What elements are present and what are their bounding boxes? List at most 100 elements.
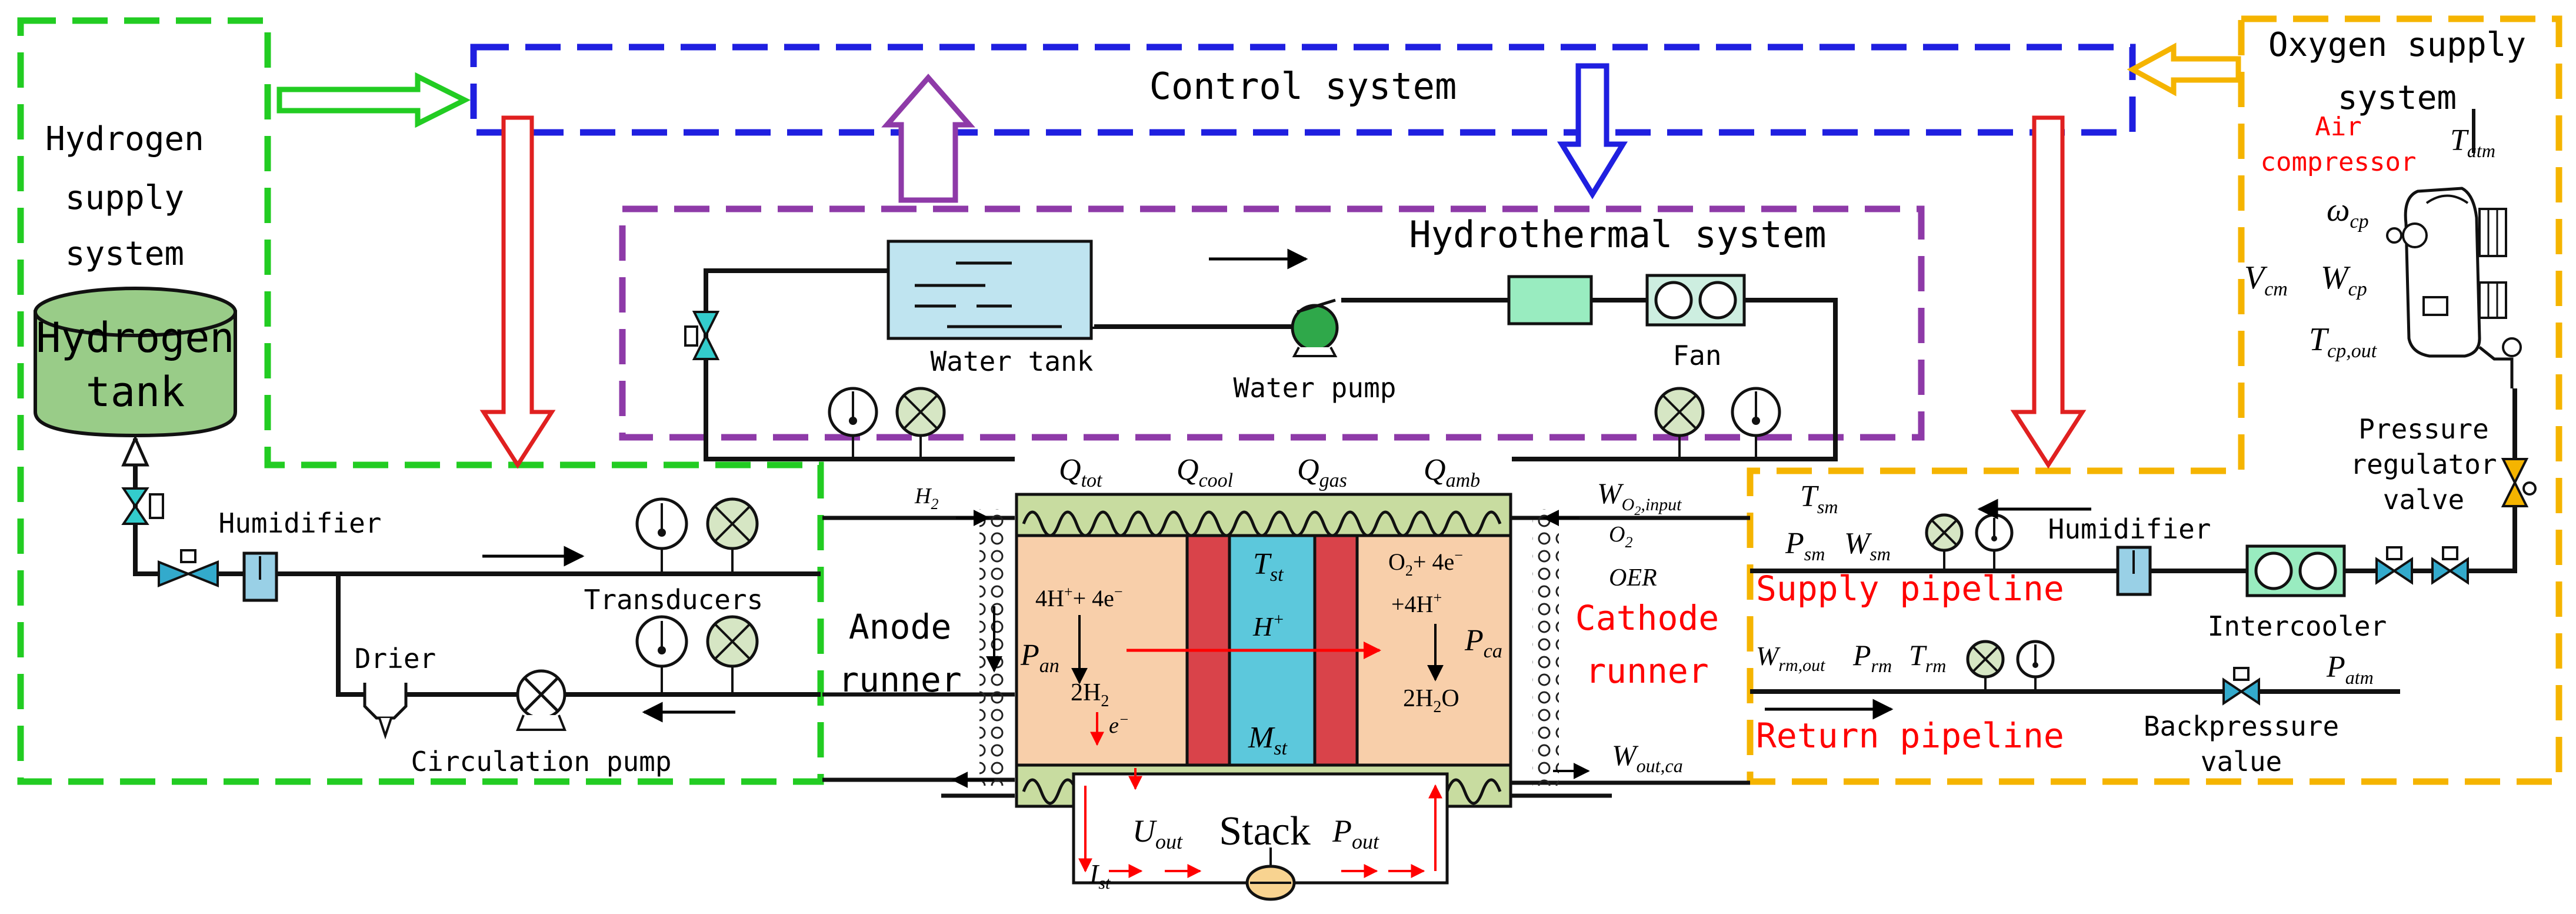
hydrogen-tank-label1: Hydrogen	[36, 314, 234, 362]
coolant-inlet-pressure-gauge-icon	[828, 387, 878, 459]
coolant-inlet-flow-sensor-icon	[895, 387, 946, 459]
t-sm-label: Tsm	[1800, 480, 1838, 517]
backpressure-label: Backpressure value	[2144, 710, 2339, 777]
p-sm-label: Psm	[1785, 527, 1825, 564]
u-out-label: Uout	[1132, 813, 1183, 853]
h2-inlet-label: H2	[914, 484, 938, 513]
control-to-hydrothermal-arrow	[1557, 63, 1628, 200]
oxygen-system-title: Oxygen supply system	[2268, 26, 2526, 117]
hydrogen-title-line2: supply	[65, 179, 184, 217]
control-to-hydrogen-arrow	[479, 115, 556, 469]
anode-runner-label: Anode runner	[838, 607, 962, 700]
recirculation-pressure-gauge-icon	[635, 615, 688, 694]
pressure-regulator-label: Pressure regulator valve	[2350, 413, 2497, 516]
w-rm-out-label: Wrm,out	[1756, 641, 1825, 675]
oxygen-symbols: Tatm ωcp Vcm Wcp Tcp,out Tsm Psm Wsm Wrm…	[1756, 124, 2495, 688]
air-compressor-line2: compressor	[2261, 147, 2417, 177]
hydrogen-system-title: Hydrogen supply system	[45, 120, 204, 273]
supply-pressure-gauge-icon	[1975, 513, 2014, 571]
backpressure-line1: Backpressure	[2144, 710, 2339, 742]
transducers-label: Transducers	[584, 584, 764, 616]
p-out-label: Pout	[1332, 813, 1379, 853]
two-h2o-label: 2H2O	[1403, 685, 1459, 716]
t-atm-label: Tatm	[2450, 124, 2495, 161]
coolant-valve-icon	[684, 311, 720, 360]
anode-electron-label: e−	[1109, 711, 1129, 738]
air-compressor-label: Air compressor	[2261, 112, 2417, 177]
q-amb-label: Qamb	[1424, 453, 1480, 491]
water-tank-label: Water tank	[931, 345, 1094, 377]
oxygen-humidifier-icon	[2116, 546, 2152, 596]
recirculation-flow-sensor-icon	[706, 615, 759, 694]
pressure-regulator-line3: valve	[2383, 484, 2464, 516]
w-sm-label: Wsm	[1844, 527, 1891, 564]
external-circuit: Stack Uout Pout Ist	[1072, 768, 1449, 893]
hydrogen-system-border	[17, 17, 824, 785]
radiator-icon	[1507, 275, 1593, 325]
return-flow-sensor-icon	[1966, 640, 2005, 692]
t-st-label: Tst	[1253, 547, 1284, 586]
q-gas-label: Qgas	[1297, 453, 1347, 491]
circulation-pump-label: Circulation pump	[411, 746, 671, 777]
cathode-compartment	[1355, 534, 1512, 767]
anode-runner-line2: runner	[838, 660, 962, 700]
hydrogen-pressure-gauge-icon	[635, 497, 688, 574]
oxygen-title-line2: system	[2338, 79, 2457, 117]
hydrogen-flow-sensor-icon	[706, 497, 759, 574]
hydrogen-title-line1: Hydrogen	[45, 120, 204, 158]
water-pump-label: Water pump	[1234, 372, 1397, 404]
h-plus-label: H+	[1252, 610, 1284, 642]
hydrothermal-system-border	[619, 205, 1925, 441]
supply-valve-2-icon	[2431, 546, 2469, 585]
supply-valve-1-icon	[2375, 546, 2413, 585]
air-compressor-line1: Air	[2315, 112, 2361, 142]
oxygen-title-line1: Oxygen supply	[2268, 26, 2526, 64]
cathode-runner-line2: runner	[1585, 651, 1709, 691]
o2-inlet-label: O2	[1609, 522, 1632, 551]
water-tank-icon	[887, 240, 1093, 340]
oxygen-to-control-arrow	[2127, 42, 2241, 97]
water-pump-icon	[1291, 298, 1339, 357]
cathode-runner-label: Cathode runner	[1575, 598, 1719, 691]
supply-flow-sensor-icon	[1925, 513, 1964, 571]
pressure-regulator-valve-icon	[2501, 458, 2537, 507]
fuel-cell-stack	[822, 493, 1750, 808]
intercooler-label: Intercooler	[2208, 610, 2387, 642]
control-system-title: Control system	[1149, 65, 1457, 108]
backpressure-valve-icon	[2222, 667, 2260, 706]
v-cm-label: Vcm	[2244, 260, 2288, 300]
return-pipeline-label: Return pipeline	[1756, 716, 2064, 756]
w-o2-input-label: WO2,input	[1597, 477, 1682, 518]
hydrothermal-system-title: Hydrothermal system	[1409, 213, 1826, 256]
t-cp-out-label: Tcp,out	[2309, 321, 2378, 362]
cathode-reaction-label: O2+ 4e−	[1388, 547, 1463, 579]
hydrogen-humidifier-label: Humidifier	[219, 507, 382, 539]
p-rm-label: Prm	[1852, 639, 1892, 676]
cathode-proton-label: +4H+	[1391, 589, 1442, 617]
anode-runner-line1: Anode	[849, 607, 952, 647]
backpressure-line2: value	[2201, 746, 2282, 777]
circulation-pump-icon	[516, 669, 566, 731]
q-cool-label: Qcool	[1177, 453, 1233, 491]
intercooler-icon	[2245, 544, 2346, 597]
anode-reaction-label: 4H++ 4e−	[1035, 583, 1123, 611]
w-cp-label: Wcp	[2321, 260, 2367, 300]
stack-label: Stack	[1219, 809, 1311, 854]
drier-label: Drier	[355, 643, 436, 674]
hydrogen-valve-icon	[158, 549, 219, 587]
oxygen-piping	[1750, 388, 2517, 694]
coolant-outlet-pressure-gauge-icon	[1731, 387, 1781, 459]
p-ca-label: Pca	[1464, 624, 1502, 662]
p-atm-label: Patm	[2326, 650, 2374, 688]
hydrogen-piping	[133, 438, 821, 697]
control-to-oxygen-arrow	[2010, 115, 2087, 469]
w-out-ca-label: Wout,ca	[1612, 739, 1683, 776]
hydrogen-humidifier-icon	[242, 551, 278, 602]
stack-internal-arrows	[951, 510, 1590, 788]
fan-label: Fan	[1672, 340, 1721, 371]
hydrogen-to-control-arrow	[276, 72, 471, 128]
omega-cp-label: ωcp	[2327, 192, 2369, 232]
hydrogen-check-valve-icon	[121, 434, 164, 525]
load-lamp-icon	[1245, 865, 1296, 901]
coolant-loop	[704, 268, 1838, 461]
